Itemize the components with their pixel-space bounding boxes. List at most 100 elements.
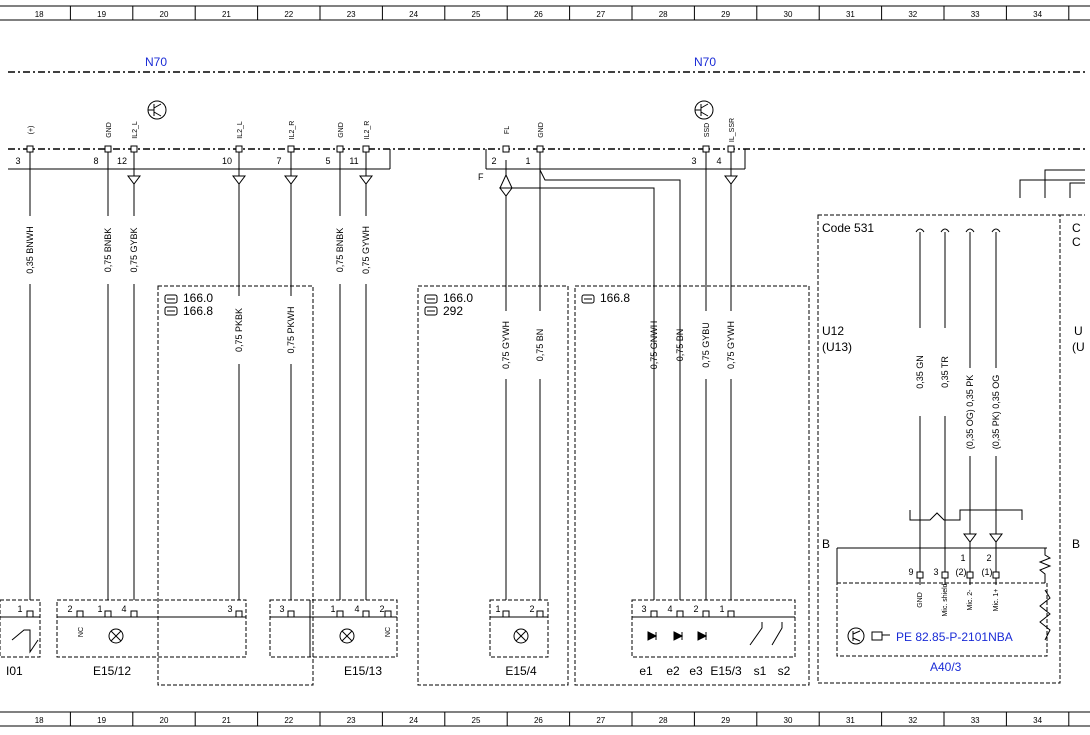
component-e15-13 [269, 599, 398, 658]
component-sub-label: e3 [689, 664, 703, 678]
connector-pin-number: 4 [716, 156, 721, 166]
connector-pin-tag: (+) [28, 126, 35, 135]
component-pin [76, 610, 84, 618]
shield-triangle-icon [963, 533, 977, 543]
connector-pin [702, 145, 710, 153]
component-nc-label: NC [78, 627, 85, 637]
connector-pin-tag: IL2_L [237, 121, 244, 139]
ruler-number: 20 [160, 716, 169, 725]
component-pin-number: 1 [960, 553, 965, 563]
wire-label-bg [234, 296, 244, 364]
wire-label-bg [103, 216, 113, 284]
shield-outline [909, 509, 1023, 521]
shield-triangle-icon [359, 175, 373, 185]
wire-label-bg [991, 368, 1001, 456]
component-pin [941, 571, 949, 579]
wire-label-bg [726, 311, 736, 379]
ruler-number: 24 [409, 10, 418, 19]
component-pin-tag: Mic. 2- [967, 589, 974, 611]
component-pin-number: 1 [719, 604, 724, 614]
component-e15-4 [489, 599, 549, 658]
shield-triangle-icon [232, 175, 246, 185]
a40-3-box [836, 582, 1048, 657]
ruler-number: 30 [784, 10, 793, 19]
component-pin [966, 571, 974, 579]
ruler-number: 18 [35, 716, 44, 725]
component-pin-number: (2) [956, 567, 967, 577]
switch-icon [749, 622, 763, 646]
ruler-number: 22 [284, 10, 293, 19]
wire-label-bg [915, 328, 925, 416]
ruler-number: 27 [596, 716, 605, 725]
svg-text:(U: (U [1072, 340, 1085, 354]
component-pin [26, 610, 34, 618]
connector-pin-tag: FL [504, 126, 511, 134]
component-pin [362, 610, 370, 618]
wire-label-bg [286, 296, 296, 364]
connector-pin-tag: IL2_R [364, 121, 371, 140]
wire-label-bg [25, 216, 35, 284]
shield-triangle-icon [127, 175, 141, 185]
component-pin-tag: Mic. shield [942, 583, 949, 616]
wire-label-bg [940, 328, 950, 416]
component-pin [104, 610, 112, 618]
component-label: E15/12 [93, 664, 131, 678]
wire-label-bg [361, 216, 371, 284]
component-pin-number: 3 [227, 604, 232, 614]
variant-box-1 [157, 285, 314, 686]
connector-pin-tag: GND [338, 122, 345, 138]
wire-label: 0,35 BNWH [25, 226, 35, 274]
ruler-number: 25 [472, 716, 481, 725]
component-pin-number: (1) [982, 567, 993, 577]
ruler-number: 21 [222, 716, 231, 725]
transistor-icon [694, 100, 714, 120]
ruler-number: 27 [596, 10, 605, 19]
component-pin-number: 1 [97, 604, 102, 614]
wire-break [991, 228, 1001, 233]
u13-label: (U13) [822, 340, 852, 354]
ruler-number: 19 [97, 716, 106, 725]
connector-pin-tag: GND [106, 122, 113, 138]
ruler-number: 18 [35, 10, 44, 19]
connector-pin-tag: IL_SSR [729, 118, 736, 142]
ruler-number: 33 [971, 10, 980, 19]
wire-label: 0,35 GN [915, 355, 925, 389]
wire-label: 0,75 BN [535, 329, 545, 362]
component-pin [992, 571, 1000, 579]
car-icon [424, 294, 438, 304]
ruler-number: 20 [160, 10, 169, 19]
connector-pin-tag: IL2_L [132, 121, 139, 139]
component-sub-label: e2 [666, 664, 680, 678]
diode-icon [697, 631, 708, 641]
component-pin [130, 610, 138, 618]
wire-route-bn [539, 160, 681, 600]
connector-pin-tag: IL2_R [289, 121, 296, 140]
component-label: E15/4 [505, 664, 537, 678]
component-pin [650, 610, 658, 618]
component-pin-number: 2 [693, 604, 698, 614]
wire-label: 0,75 BNBK [103, 228, 113, 273]
connector-pin-number: 11 [349, 156, 358, 166]
component-label: I01 [6, 664, 23, 678]
wire-label-bg [501, 311, 511, 379]
module-label-left: N70 [145, 55, 167, 69]
component-i01 [0, 599, 41, 658]
variant-box-2-labels: 166.0 292 [424, 291, 473, 318]
switch-icon [771, 622, 783, 646]
ruler-number: 29 [721, 716, 730, 725]
connector-pin [727, 145, 735, 153]
svg-text:166.0: 166.0 [183, 291, 213, 305]
connector-pin [362, 145, 370, 153]
wire-label: 0,75 GYWH [726, 321, 736, 369]
ruler-number: 32 [908, 716, 917, 725]
a40-3-reference-link[interactable]: PE 82.85-P-2101NBA [896, 630, 1013, 644]
connector-pin [130, 145, 138, 153]
wire-route-gnwh [499, 160, 655, 600]
component-label: E15/3 [710, 664, 742, 678]
ruler-number: 23 [347, 10, 356, 19]
component-pin [727, 610, 735, 618]
module-label-right: N70 [694, 55, 716, 69]
connector-pin-number: 8 [93, 156, 98, 166]
code-531-box [817, 214, 1061, 684]
